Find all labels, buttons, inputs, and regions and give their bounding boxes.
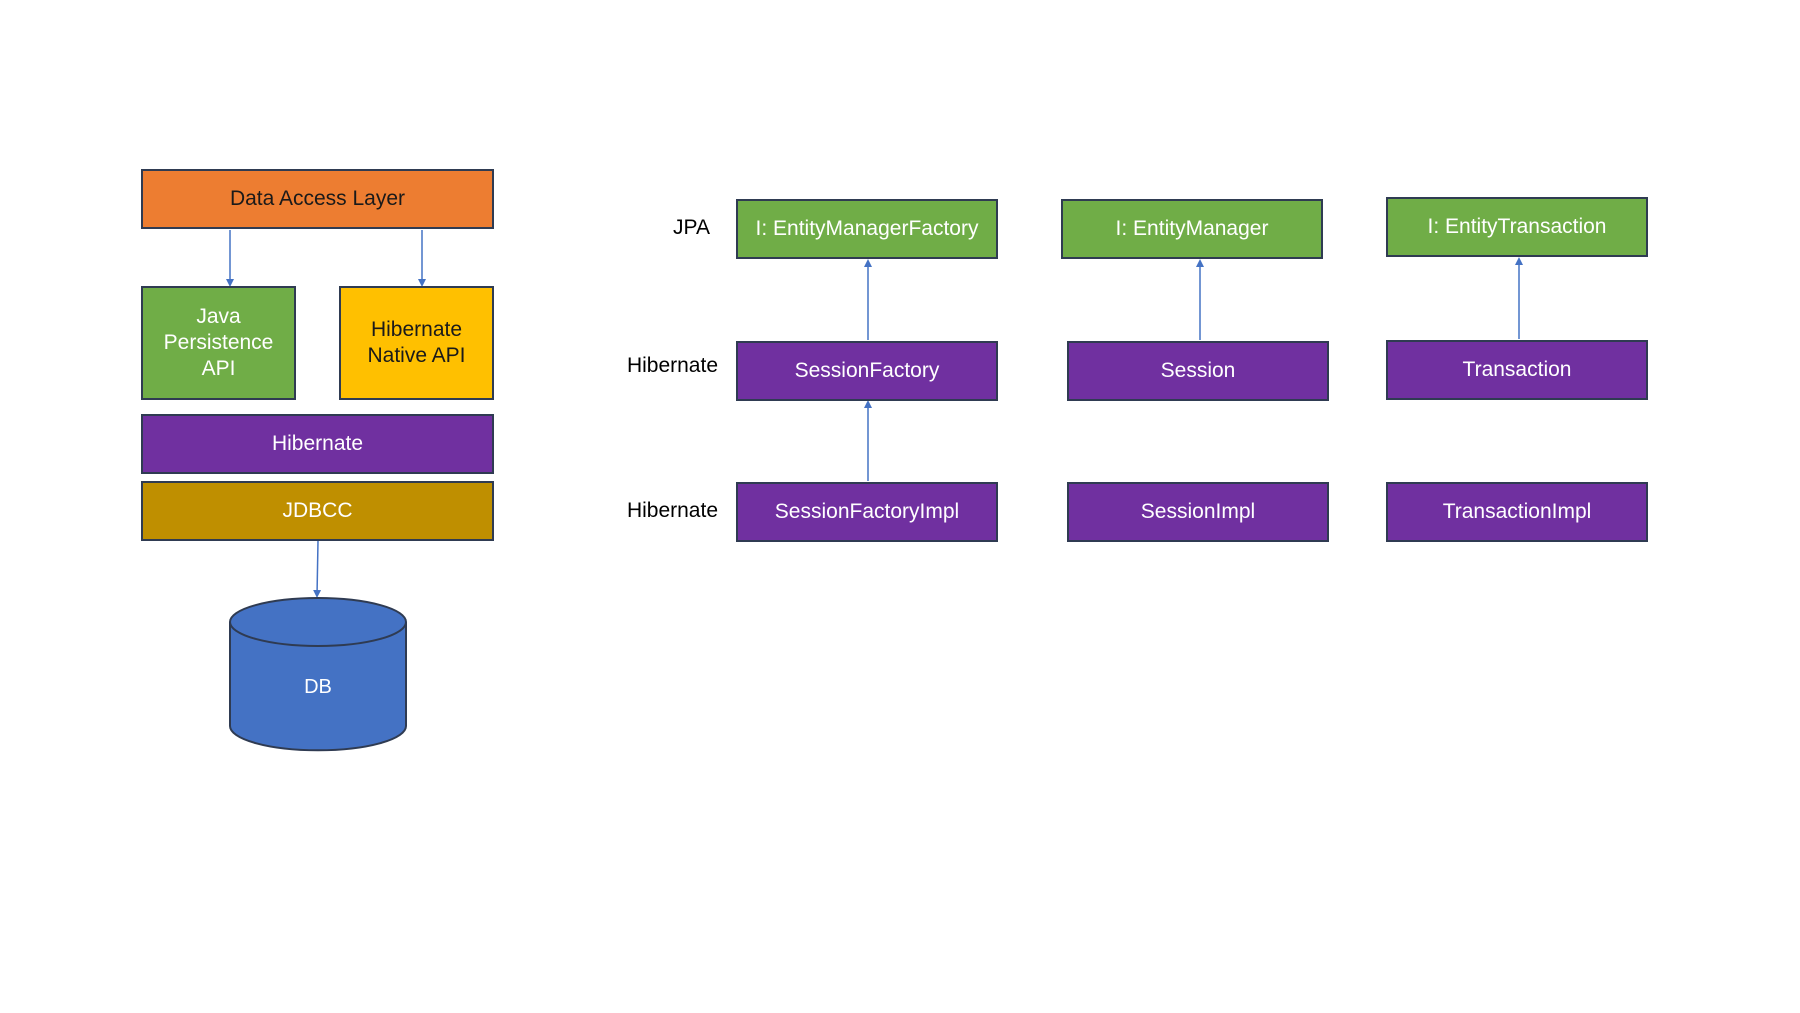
entity-transaction-box: I: EntityTransaction bbox=[1386, 197, 1648, 257]
jpa-label-line3: API bbox=[201, 357, 236, 381]
entity-manager-box: I: EntityManager bbox=[1061, 199, 1323, 259]
entity-transaction-label: I: EntityTransaction bbox=[1427, 214, 1607, 238]
session-factory-impl-label: SessionFactoryImpl bbox=[774, 499, 960, 523]
data-access-layer-label: Data Access Layer bbox=[229, 186, 406, 210]
session-impl-label: SessionImpl bbox=[1140, 499, 1256, 523]
jdbc-layer-label: JDBCC bbox=[282, 498, 353, 522]
database-label: DB bbox=[304, 676, 332, 698]
native-api-label-line1: Hibernate bbox=[370, 317, 463, 341]
transaction-label: Transaction bbox=[1462, 357, 1572, 381]
arrow-jdbc-to-db bbox=[313, 540, 322, 598]
entity-manager-factory-box: I: EntityManagerFactory bbox=[736, 199, 998, 259]
session-factory-label: SessionFactory bbox=[794, 358, 940, 382]
session-factory-box: SessionFactory bbox=[736, 341, 998, 401]
data-access-layer-box: Data Access Layer bbox=[141, 169, 494, 229]
native-api-box: Hibernate Native API bbox=[339, 286, 494, 400]
native-api-label-line2: Native API bbox=[367, 344, 466, 367]
row-label-hibernate-interfaces: Hibernate bbox=[626, 354, 718, 377]
session-factory-impl-box: SessionFactoryImpl bbox=[736, 482, 998, 542]
jpa-box: Java Persistence API bbox=[141, 286, 296, 400]
transaction-box: Transaction bbox=[1386, 340, 1648, 400]
transaction-impl-box: TransactionImpl bbox=[1386, 482, 1648, 542]
transaction-impl-label: TransactionImpl bbox=[1442, 499, 1592, 523]
hibernate-layer-label: Hibernate bbox=[271, 431, 364, 455]
database-cylinder bbox=[229, 597, 407, 752]
jdbc-layer-box: JDBCC bbox=[141, 481, 494, 541]
row-label-jpa: JPA bbox=[673, 216, 710, 239]
jpa-label-line1: Java bbox=[196, 304, 241, 328]
hibernate-layer-box: Hibernate bbox=[141, 414, 494, 474]
session-box: Session bbox=[1067, 341, 1329, 401]
session-impl-box: SessionImpl bbox=[1067, 482, 1329, 542]
entity-manager-factory-label: I: EntityManagerFactory bbox=[755, 216, 979, 240]
row-label-hibernate-impl: Hibernate bbox=[626, 499, 718, 522]
session-label: Session bbox=[1160, 358, 1236, 382]
jpa-label-line2: Persistence bbox=[163, 330, 274, 354]
entity-manager-label: I: EntityManager bbox=[1115, 216, 1269, 240]
